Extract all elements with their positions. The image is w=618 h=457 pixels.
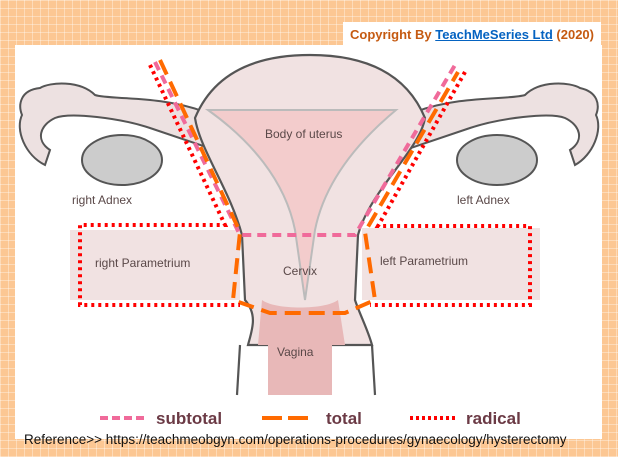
label-right-parametrium: right Parametrium bbox=[95, 256, 190, 270]
label-cervix: Cervix bbox=[283, 264, 317, 278]
right-parametrium bbox=[70, 230, 240, 300]
radical-line bbox=[78, 64, 240, 307]
label-body: Body of uterus bbox=[265, 127, 342, 141]
label-left-parametrium: left Parametrium bbox=[380, 254, 468, 268]
legend-radical: radical bbox=[466, 409, 521, 428]
label-vagina: Vagina bbox=[277, 345, 314, 359]
left-fallopian-tube bbox=[403, 82, 600, 167]
total-line bbox=[158, 59, 460, 315]
copyright-year: (2020) bbox=[556, 27, 594, 42]
legend-subtotal: subtotal bbox=[156, 409, 222, 428]
copyright-notice: Copyright By TeachMeSeries Ltd (2020) bbox=[343, 22, 601, 52]
legend-total: total bbox=[326, 409, 362, 428]
left-parametrium bbox=[362, 228, 540, 300]
uterine-cavity bbox=[204, 109, 399, 301]
vagina bbox=[268, 320, 332, 395]
subtotal-line bbox=[153, 61, 457, 237]
right-ovary bbox=[81, 134, 163, 186]
copyright-link[interactable]: TeachMeSeries Ltd bbox=[435, 27, 553, 42]
left-ovary bbox=[456, 134, 538, 186]
label-right-adnex: right Adnex bbox=[72, 193, 132, 207]
copyright-prefix: Copyright By bbox=[350, 27, 432, 42]
label-left-adnex: left Adnex bbox=[457, 193, 510, 207]
reference-text: Reference>> https://teachmeobgyn.com/ope… bbox=[24, 432, 567, 447]
